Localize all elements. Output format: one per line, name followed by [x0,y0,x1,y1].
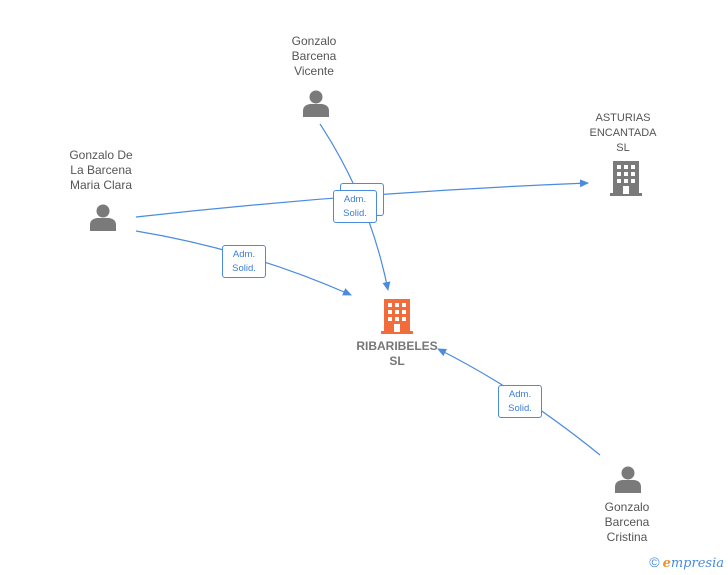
brand-watermark: ©empresia [649,554,724,571]
node-ribaribeles[interactable]: RIBARIBELES SL [342,339,452,369]
node-label: Gonzalo Barcena Vicente [291,34,337,78]
copyright-symbol: © [649,554,660,570]
brand-name: mpresia [670,556,724,571]
node-label: RIBARIBELES SL [356,339,438,368]
brand-initial: e [662,556,671,571]
building-icon [381,299,413,334]
node-gonzalo-maria-clara[interactable]: Gonzalo De La Barcena Maria Clara [50,148,152,193]
edge-badge-adm-solid[interactable]: Adm. Solid. [498,385,542,418]
node-label: Gonzalo Barcena Cristina [604,500,650,544]
person-icon [90,204,116,231]
node-gonzalo-barcena-vicente[interactable]: Gonzalo Barcena Vicente [268,34,360,79]
person-icon [615,466,641,493]
edge-badge-adm-solid[interactable]: Adm. Solid. [333,190,377,223]
edge-badge-adm-solid[interactable]: Adm. Solid. [222,245,266,278]
node-label: ASTURIAS ENCANTADA SL [589,112,657,154]
node-label: Gonzalo De La Barcena Maria Clara [69,148,133,192]
node-asturias-encantada[interactable]: ASTURIAS ENCANTADA SL [576,111,670,156]
building-icon [610,161,642,196]
person-icon [303,90,329,117]
node-gonzalo-barcena-cristina[interactable]: Gonzalo Barcena Cristina [580,500,674,545]
